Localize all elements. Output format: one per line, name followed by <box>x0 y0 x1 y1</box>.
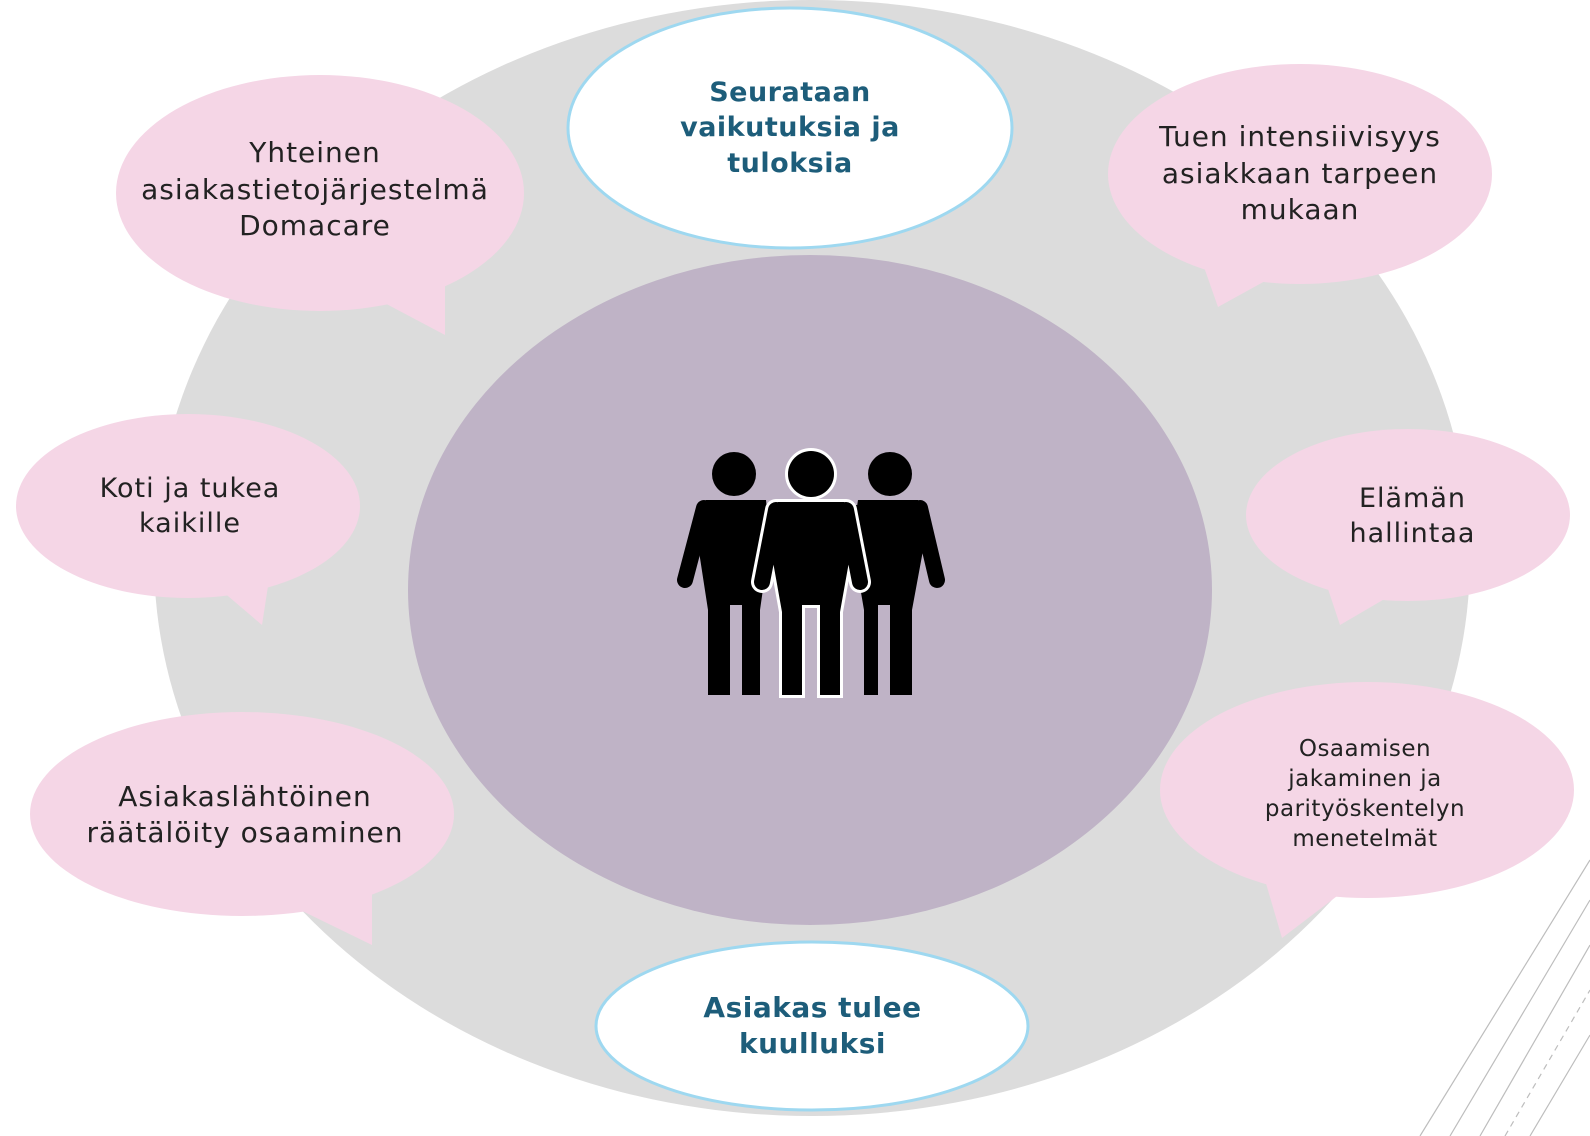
bubble-top-left-shape <box>116 75 524 335</box>
bubble-mid-left-shape <box>16 414 360 625</box>
corner-decoration-lines <box>1419 859 1590 1136</box>
bubble-bottom-left-shape <box>30 712 454 945</box>
bubble-top-right-text: Tuen intensiivisyys asiakkaan tarpeen mu… <box>1159 120 1441 227</box>
oval-top-shape <box>566 6 1014 250</box>
bubble-top-left-text: Yhteinen asiakastietojärjestelmä Domacar… <box>141 136 489 243</box>
bubble-mid-right-text: Elämän hallintaa <box>1349 482 1476 549</box>
bubble-mid-left-text: Koti ja tukea kaikille <box>99 472 281 539</box>
bubble-top-right-shape <box>1108 64 1492 307</box>
bubble-bottom-right-shape <box>1160 682 1574 938</box>
oval-bottom-shape <box>594 940 1030 1112</box>
bubble-mid-right-shape <box>1246 429 1570 625</box>
bubble-bottom-right-text: Osaamisen jakaminen ja parityöskentelyn … <box>1264 736 1466 852</box>
oval-bottom-text: Asiakas tulee kuulluksi <box>703 990 922 1060</box>
bubble-bottom-left-text: Asiakaslähtöinen räätälöity osaaminen <box>86 779 404 849</box>
oval-top-text: Seurataan vaikutuksia ja tuloksia <box>680 77 900 179</box>
group-of-people-icon <box>677 448 945 698</box>
